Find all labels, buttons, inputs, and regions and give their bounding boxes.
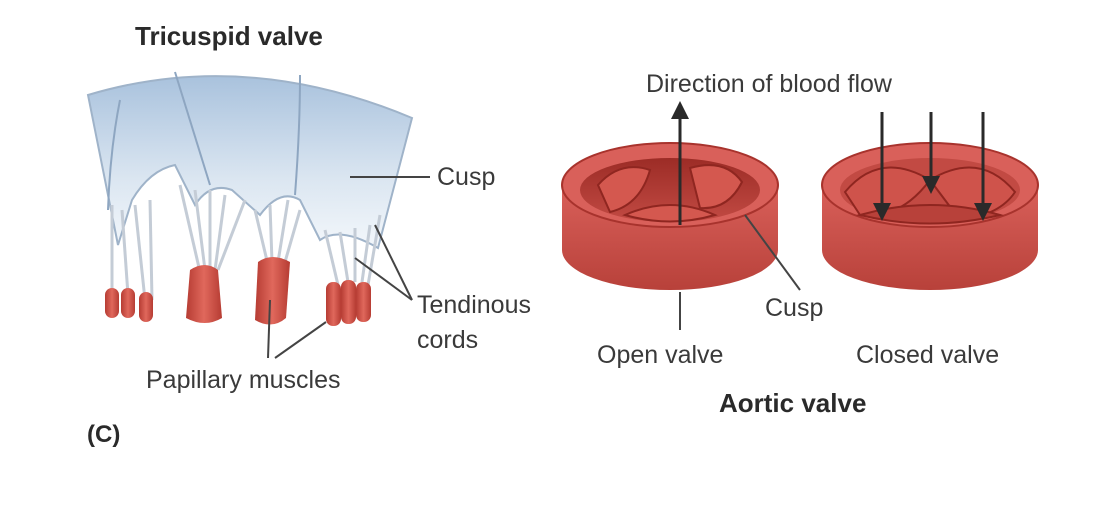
closed-valve-label: Closed valve xyxy=(856,341,1000,369)
aortic-valve-title: Aortic valve xyxy=(719,388,867,418)
aortic-open-valve-illustration xyxy=(561,101,779,290)
papillary-muscles-label: Papillary muscles xyxy=(146,366,341,394)
tendinous-cords-label-line1: Tendinous xyxy=(417,291,531,319)
aortic-leader-lines xyxy=(679,214,801,330)
tricuspid-leaflets xyxy=(86,75,414,250)
papillary-muscles xyxy=(105,257,371,326)
tricuspid-valve-title: Tricuspid valve xyxy=(135,21,323,51)
aortic-cusp-label: Cusp xyxy=(765,294,824,322)
tendinous-cords xyxy=(110,184,382,301)
blood-flow-direction-label: Direction of blood flow xyxy=(646,70,892,98)
tricuspid-cusp-label: Cusp xyxy=(437,163,496,191)
open-valve-label: Open valve xyxy=(597,341,724,369)
aortic-closed-valve-illustration xyxy=(821,112,1039,290)
tricuspid-valve-illustration xyxy=(86,71,430,359)
tendinous-cords-label-line2: cords xyxy=(417,326,479,354)
tricuspid-leader-lines xyxy=(267,176,430,359)
panel-letter: (C) xyxy=(87,421,121,448)
